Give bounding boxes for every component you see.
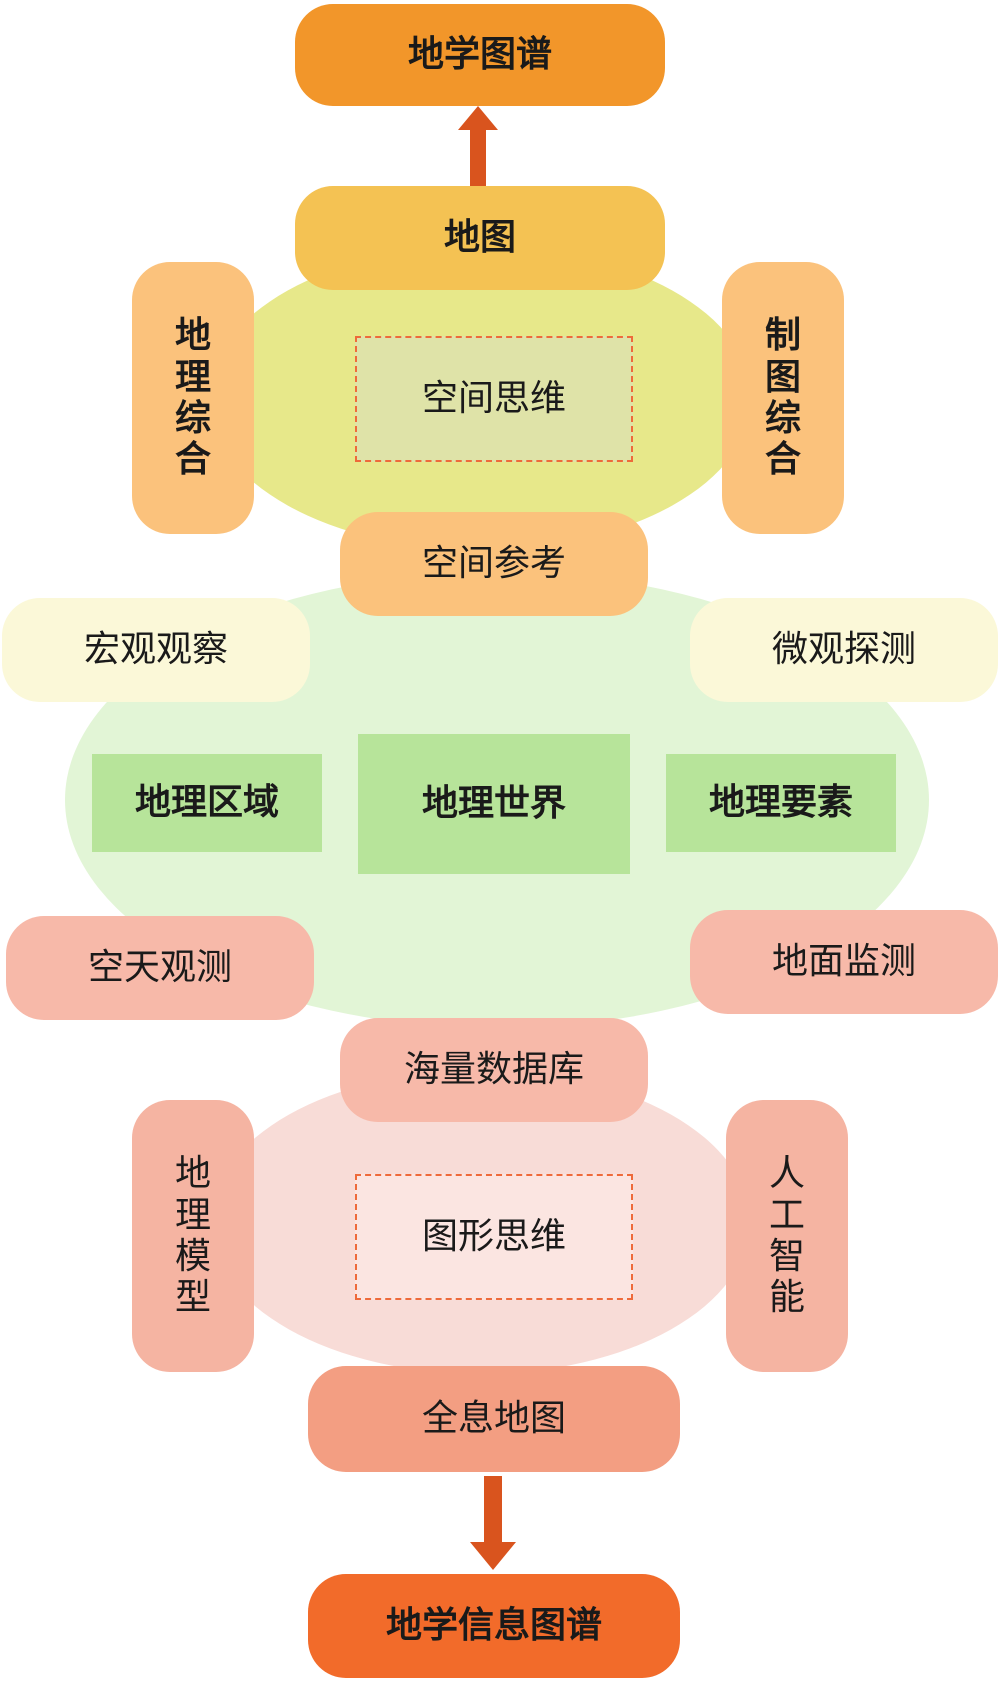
carto-synthesis-char: 制 <box>764 314 801 357</box>
graphic-thinking-box: 图形思维 <box>355 1174 633 1300</box>
map-box: 地图 <box>295 186 665 290</box>
geo-synthesis-char: 合 <box>174 438 211 481</box>
holographic-map-box: 全息地图 <box>308 1366 680 1472</box>
carto-synthesis-char: 合 <box>764 438 801 481</box>
spatial-thinking-box: 空间思维 <box>355 336 633 462</box>
geo-model-char: 地 <box>174 1153 211 1195</box>
geo-model-char: 型 <box>174 1277 211 1319</box>
carto-synthesis-box: 制 图 综 合 <box>722 262 844 534</box>
geo-synthesis-box: 地 理 综 合 <box>132 262 254 534</box>
down-arrow <box>470 1476 516 1570</box>
spatial-reference-box: 空间参考 <box>340 512 648 616</box>
geo-region-box: 地理区域 <box>92 754 322 852</box>
bottom-title-box: 地学信息图谱 <box>308 1574 680 1678</box>
space-observation-box: 空天观测 <box>6 916 314 1020</box>
geo-world-box: 地理世界 <box>358 734 630 874</box>
massive-database-box: 海量数据库 <box>340 1018 648 1122</box>
geo-model-char: 理 <box>174 1194 211 1236</box>
geo-model-char: 模 <box>174 1236 211 1277</box>
micro-detection-box: 微观探测 <box>690 598 998 702</box>
ai-char: 人 <box>768 1153 805 1195</box>
ai-char: 工 <box>768 1194 805 1236</box>
geo-synthesis-char: 地 <box>174 314 211 357</box>
ai-char: 智 <box>768 1236 805 1277</box>
geo-element-box: 地理要素 <box>666 754 896 852</box>
macro-observation-box: 宏观观察 <box>2 598 310 702</box>
geo-synthesis-char: 综 <box>174 397 211 439</box>
up-arrow <box>458 106 498 190</box>
ground-monitoring-box: 地面监测 <box>690 910 998 1014</box>
ai-char: 能 <box>768 1277 805 1319</box>
geo-model-box: 地 理 模 型 <box>132 1100 254 1372</box>
ai-box: 人 工 智 能 <box>726 1100 848 1372</box>
carto-synthesis-char: 综 <box>764 397 801 439</box>
carto-synthesis-char: 图 <box>764 355 801 398</box>
top-title-box: 地学图谱 <box>295 4 665 106</box>
geo-synthesis-char: 理 <box>174 355 211 398</box>
